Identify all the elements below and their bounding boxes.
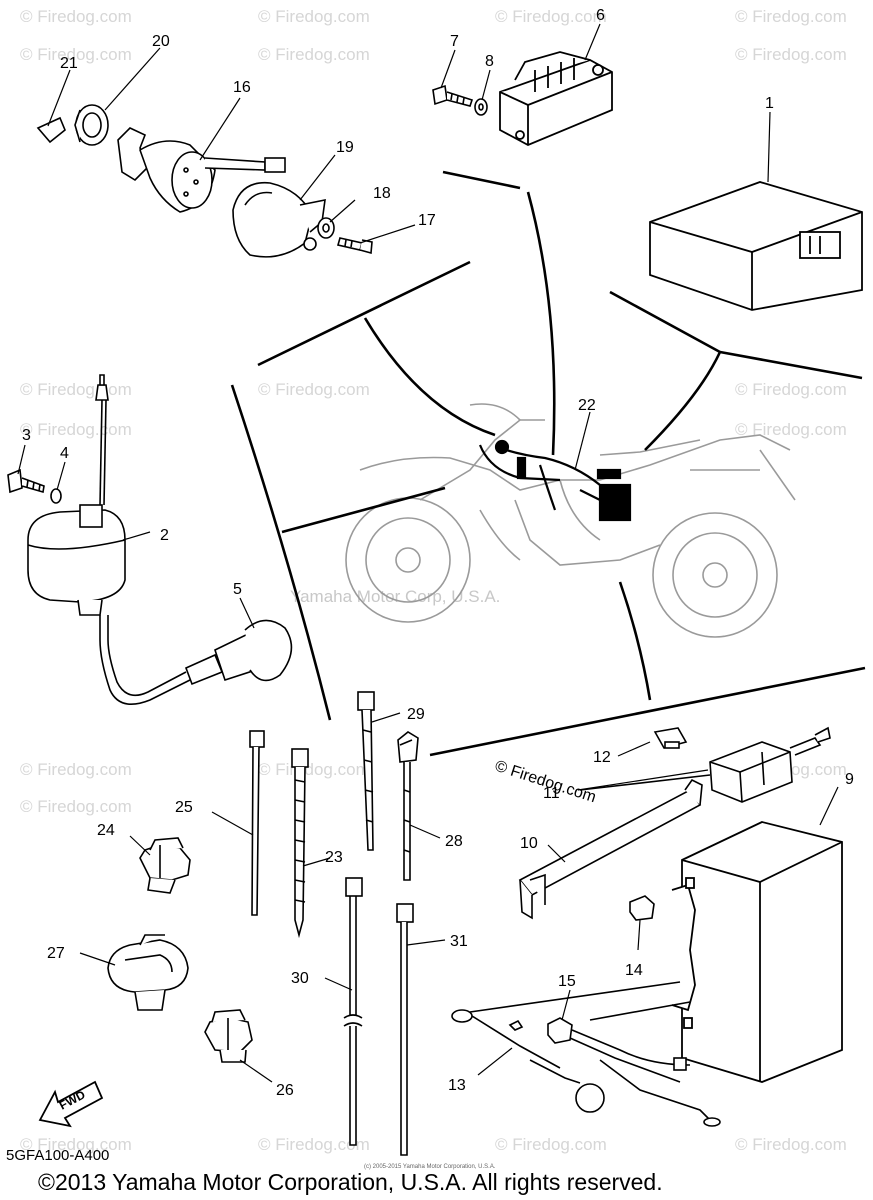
part-7-bolt [432, 84, 474, 107]
part-23-cable-tie [291, 748, 309, 939]
part-28-cable-tie [397, 731, 419, 881]
watermark: © Firedog.com [735, 45, 847, 64]
part-25-cable-tie [249, 730, 265, 916]
callout-31: 31 [450, 933, 468, 950]
watermark: © Firedog.com [258, 1135, 370, 1154]
part-4-washer [50, 488, 62, 504]
fwd-arrow: FWD [38, 1080, 104, 1128]
part-1-cdi-unit [649, 181, 863, 311]
callout-4: 4 [60, 445, 69, 462]
watermark: © Firedog.com [495, 7, 607, 26]
callout-16: 16 [233, 79, 251, 96]
callout-25: 25 [175, 799, 193, 816]
callout-5: 5 [233, 581, 242, 598]
watermark: © Firedog.com [735, 7, 847, 26]
watermark: © Firedog.com [735, 420, 847, 439]
callout-19: 19 [336, 139, 354, 156]
leader-lines [17, 23, 839, 1083]
watermark: © Firedog.com [20, 797, 132, 816]
callout-26: 26 [276, 1082, 294, 1099]
watermark: © Firedog.com [495, 1135, 607, 1154]
part-9-battery [671, 821, 843, 1083]
callout-10: 10 [520, 835, 538, 852]
callout-28: 28 [445, 833, 463, 850]
callout-8: 8 [485, 53, 494, 70]
callout-12: 12 [593, 749, 611, 766]
part-31-cable-tie [396, 903, 414, 1156]
watermark: © Firedog.com [258, 380, 370, 399]
callout-30: 30 [291, 970, 309, 987]
part-17-bolt [336, 237, 373, 255]
part-30-cable-tie [343, 877, 363, 1146]
part-26-clamp [204, 1009, 253, 1063]
frame-lines [230, 170, 866, 757]
callouts: 1 2 3 4 5 6 7 8 9 10 11 12 13 14 15 16 1… [22, 7, 854, 1099]
center-watermark: Yamaha Motor Corp, U.S.A. [290, 587, 500, 606]
callout-22: 22 [578, 397, 596, 414]
callout-29: 29 [407, 706, 425, 723]
part-15-starter-relay [547, 1001, 721, 1127]
callout-2: 2 [160, 527, 169, 544]
part-3-screw [7, 468, 45, 494]
watermark: © Firedog.com [20, 7, 132, 26]
part-21-cap [36, 116, 66, 144]
tiny-notice: (c) 2005-2015 Yamaha Motor Corporation, … [364, 1164, 496, 1170]
part-6-rectifier-regulator [499, 51, 613, 146]
watermark: © Firedog.com [20, 45, 132, 64]
watermark: © Firedog.com [258, 7, 370, 26]
callout-17: 17 [418, 212, 436, 229]
part-12-fuse [653, 727, 688, 749]
part-2-ignition-coil [27, 374, 126, 616]
callout-13: 13 [448, 1077, 466, 1094]
callout-7: 7 [450, 33, 459, 50]
part-16-main-switch [117, 127, 286, 213]
watermark: © Firedog.com [20, 380, 132, 399]
callout-6: 6 [596, 7, 605, 24]
callout-21: 21 [60, 55, 78, 72]
part-24-clamp [139, 837, 191, 894]
part-code: 5GFA100-A400 [6, 1147, 109, 1164]
part-13-battery-lead [451, 981, 681, 1113]
watermark: © Firedog.com [735, 1135, 847, 1154]
callout-15: 15 [558, 973, 576, 990]
watermark: © Firedog.com [735, 380, 847, 399]
part-5-plug-cap [99, 615, 293, 706]
callout-18: 18 [373, 185, 391, 202]
callout-9: 9 [845, 771, 854, 788]
callout-20: 20 [152, 33, 170, 50]
callout-1: 1 [765, 95, 774, 112]
motorcycle-outline [345, 403, 796, 638]
callout-14: 14 [625, 962, 643, 979]
part-8-washer [474, 98, 488, 116]
part-27-clamp [107, 934, 189, 1011]
watermark: © Firedog.com [258, 760, 370, 779]
wire-harness [478, 439, 632, 522]
callout-27: 27 [47, 945, 65, 962]
callout-3: 3 [22, 427, 31, 444]
watermark: © Firedog.com [20, 1135, 132, 1154]
watermark: © Firedog.com [20, 420, 132, 439]
watermark: © Firedog.com [20, 760, 132, 779]
callout-11: 11 [543, 785, 560, 802]
callout-24: 24 [97, 822, 115, 839]
watermark: © Firedog.com [258, 45, 370, 64]
part-19-cover [232, 181, 326, 258]
part-10-band [518, 778, 703, 920]
part-18-washer [317, 217, 335, 239]
part-20-grommet [74, 104, 109, 146]
part-14-cover [629, 895, 655, 921]
copyright: ©2013 Yamaha Motor Corporation, U.S.A. A… [38, 1169, 663, 1195]
part-29-cable-tie [357, 691, 375, 851]
part-11-fuse-holder [579, 726, 831, 803]
callout-23: 23 [325, 849, 343, 866]
